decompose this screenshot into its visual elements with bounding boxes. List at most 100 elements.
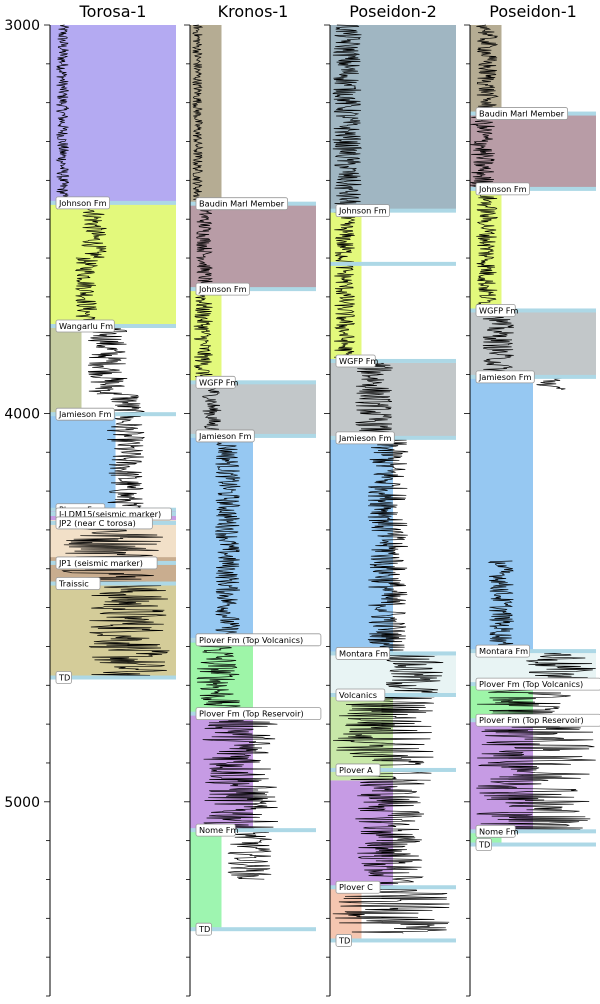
top-marker <box>470 649 596 654</box>
top-label: Plover C <box>339 882 373 892</box>
depth-tick-label: 5000 <box>4 795 40 811</box>
top-label: Jamieson Fm <box>478 372 531 382</box>
top-marker <box>330 261 456 266</box>
depth-axis: 3000 4000 5000 <box>4 18 40 811</box>
top-label: Johnson Fm <box>338 206 387 216</box>
top-label-box <box>335 688 386 702</box>
top-label: J-LDM15(seismic marker) <box>58 509 161 519</box>
top-label: Plover A <box>339 765 373 775</box>
zone-3 <box>470 310 596 379</box>
top-label: Montara Fm <box>479 646 528 656</box>
top-label-box <box>335 647 390 660</box>
zone-2 <box>190 289 222 383</box>
top-marker <box>330 208 456 213</box>
zone-1 <box>50 203 176 327</box>
zone-0 <box>190 25 222 205</box>
top-label: Nome Fm <box>479 826 518 836</box>
top-label: Nome Fm <box>199 825 238 835</box>
top-label: Jamieson Fm <box>198 431 251 441</box>
top-label-box <box>55 671 72 684</box>
zone-4 <box>470 378 533 651</box>
top-label-box <box>195 197 289 211</box>
top-label-box <box>335 934 352 947</box>
top-label-box <box>475 370 535 384</box>
top-label-box <box>55 319 115 333</box>
top-label: Johnson Fm <box>58 198 107 208</box>
top-label: Johnson Fm <box>198 284 247 294</box>
top-label-box <box>55 577 101 590</box>
top-marker <box>330 651 456 656</box>
top-label: TD <box>58 673 70 683</box>
top-label-box <box>335 431 395 445</box>
zone-7 <box>190 830 222 930</box>
top-marker <box>470 842 596 847</box>
well-title: Poseidon-1 <box>489 2 577 21</box>
top-label-box <box>55 407 115 421</box>
top-label-box <box>195 633 322 647</box>
top-label: Traissic <box>58 579 89 589</box>
top-marker <box>330 885 456 890</box>
top-marker <box>330 692 456 697</box>
gamma-ray-curve <box>332 24 450 934</box>
top-label: WGFP Fm <box>199 377 238 387</box>
top-marker <box>190 287 316 292</box>
depth-tick-label: 3000 <box>4 18 40 34</box>
top-label: Baudin Marl Member <box>199 199 285 209</box>
top-label-box <box>475 182 530 196</box>
top-label: Wangarlu Fm <box>59 321 113 331</box>
top-label: Johnson Fm <box>478 184 527 194</box>
top-marker <box>330 767 456 772</box>
top-label: WGFP Fm <box>339 356 378 366</box>
top-marker <box>330 358 456 363</box>
top-label-box <box>335 763 381 777</box>
zone-0 <box>50 25 176 204</box>
gamma-ray-curve <box>191 24 279 880</box>
zone-2 <box>50 326 82 414</box>
top-marker <box>330 938 456 943</box>
top-label-box <box>335 354 376 368</box>
top-label-box <box>335 880 381 894</box>
well-title: Kronos-1 <box>218 2 289 21</box>
top-label-box <box>475 107 569 120</box>
zone-1 <box>190 204 316 290</box>
top-marker <box>50 581 176 586</box>
top-label-box <box>475 713 600 727</box>
top-label-box <box>55 556 158 570</box>
top-label: JP1 (seismic marker) <box>58 558 143 568</box>
top-label-box <box>55 196 110 210</box>
top-label-box <box>475 838 492 851</box>
top-label: WGFP Fm <box>479 305 518 315</box>
top-marker <box>190 380 316 385</box>
top-marker <box>470 308 596 313</box>
top-label: TD <box>478 840 490 850</box>
top-marker <box>50 675 176 680</box>
top-label-box <box>195 707 322 721</box>
top-label: Jamieson Fm <box>58 409 111 419</box>
top-label-box <box>55 516 153 530</box>
well-title: Poseidon-2 <box>349 2 437 21</box>
depth-tick-label: 4000 <box>4 406 40 422</box>
top-label: Plover Fm (Top Reservoir) <box>199 709 304 719</box>
top-label-box <box>195 282 250 296</box>
zone-3 <box>50 413 116 511</box>
top-label: TD <box>338 935 350 945</box>
top-label: TD <box>198 924 210 934</box>
top-label-box <box>195 823 236 837</box>
well-tracks: Johnson Fm Wangarlu Fm Jamieson Fm Plover F… <box>44 2 600 997</box>
top-label-box <box>475 304 516 317</box>
zone-0 <box>470 25 502 113</box>
top-marker <box>190 828 316 833</box>
top-label-box <box>475 677 600 691</box>
zone-2 <box>330 362 456 439</box>
top-label: Plover Fm (Top Volcanics) <box>479 679 583 689</box>
top-label-box <box>195 375 236 389</box>
top-label: Volcanics <box>339 690 377 700</box>
top-label: Plover Fm (Top Volcanics) <box>199 635 303 645</box>
top-label: Baudin Marl Member <box>479 109 565 119</box>
top-marker <box>190 927 316 932</box>
top-label: Jamieson Fm <box>338 433 391 443</box>
top-label-box <box>335 204 390 218</box>
